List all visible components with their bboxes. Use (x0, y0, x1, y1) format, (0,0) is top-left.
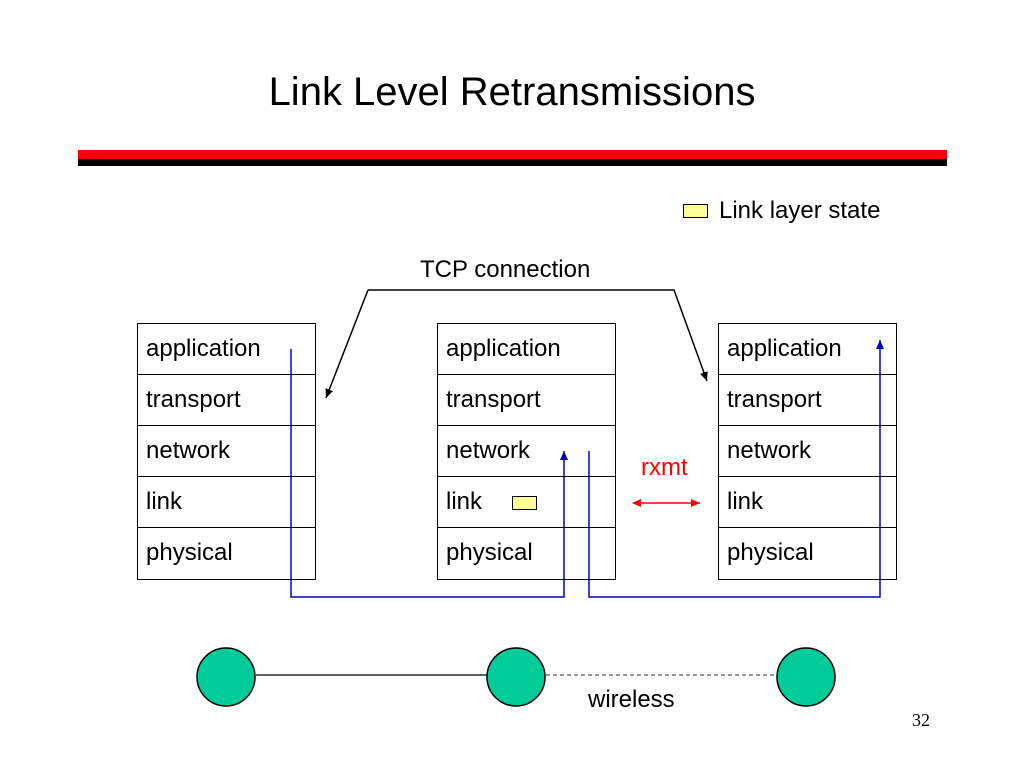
protocol-stack-base-station: application transport network link physi… (437, 323, 616, 580)
layer-application: application (438, 324, 615, 375)
layer-application: application (138, 324, 315, 375)
tcp-connection-label: TCP connection (420, 256, 591, 283)
layer-link: link (719, 477, 896, 528)
wireless-label: wireless (588, 686, 675, 713)
layer-physical: physical (727, 539, 814, 566)
protocol-stack-receiver: application transport network link physi… (718, 323, 897, 580)
data-path-sender-to-base (290, 349, 568, 598)
page-number: 32 (912, 710, 930, 730)
layer-application: application (719, 324, 896, 375)
layer-transport: transport (138, 375, 315, 426)
title-divider-black (78, 159, 947, 166)
data-path-base-to-receiver (588, 340, 884, 598)
layer-transport: transport (719, 375, 896, 426)
rxmt-label: rxmt (641, 454, 688, 481)
tcp-connection-arrow (325, 289, 369, 399)
layer-network: network (438, 426, 615, 477)
layer-link: link (438, 477, 615, 528)
link-layer-state-indicator (512, 496, 537, 510)
page-title: Link Level Retransmissions (268, 70, 756, 114)
link-state-legend-label: Link layer state (719, 197, 881, 224)
tcp-connection-bracket (368, 289, 708, 382)
node-base-station (486, 647, 546, 707)
title-divider-red (78, 150, 947, 159)
layer-physical: physical (146, 539, 233, 566)
layer-physical: physical (446, 539, 533, 566)
layer-link: link (138, 477, 315, 528)
node-sender (196, 647, 256, 707)
protocol-stack-sender: application transport network link physi… (137, 323, 316, 580)
link-state-legend-swatch (683, 204, 708, 218)
layer-network: network (138, 426, 315, 477)
node-receiver (776, 647, 836, 707)
layer-network: network (719, 426, 896, 477)
layer-transport: transport (438, 375, 615, 426)
